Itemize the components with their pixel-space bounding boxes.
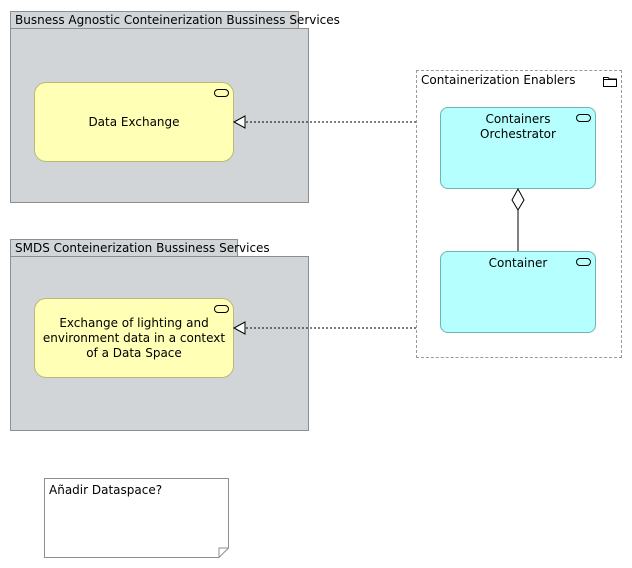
service-label-lighting-exchange: Exchange of lighting and environment dat… [42, 315, 226, 360]
business-service-icon [214, 89, 229, 97]
service-lighting-exchange[interactable]: Exchange of lighting and environment dat… [34, 298, 234, 378]
group-tab-agnostic[interactable]: Busness Agnostic Conteinerization Bussin… [10, 11, 340, 29]
note-text: Añadir Dataspace? [49, 483, 163, 497]
component-container[interactable]: Container [440, 251, 596, 333]
note-shape [44, 478, 229, 558]
realization-arrowhead-data-exchange [232, 115, 246, 129]
service-icon [576, 114, 591, 122]
aggregation-diamond [511, 187, 525, 211]
service-label-data-exchange: Data Exchange [88, 114, 180, 129]
business-service-icon [214, 305, 229, 313]
group-tab-smds[interactable]: SMDS Conteinerization Bussiness Services [10, 239, 270, 257]
service-data-exchange[interactable]: Data Exchange [34, 82, 234, 162]
component-orchestrator[interactable]: Containers Orchestrator [440, 107, 596, 189]
folder-icon [603, 77, 617, 87]
group-title-agnostic: Busness Agnostic Conteinerization Bussin… [15, 13, 340, 27]
component-label-container: Container [488, 256, 548, 270]
group-title-smds: SMDS Conteinerization Bussiness Services [15, 241, 270, 255]
note[interactable]: Añadir Dataspace? [44, 478, 230, 558]
service-icon [576, 258, 591, 266]
component-label-orchestrator: Containers Orchestrator [480, 112, 556, 141]
enablers-title: Containerization Enablers [421, 73, 576, 87]
realization-arrowhead-lighting-exchange [232, 321, 246, 335]
